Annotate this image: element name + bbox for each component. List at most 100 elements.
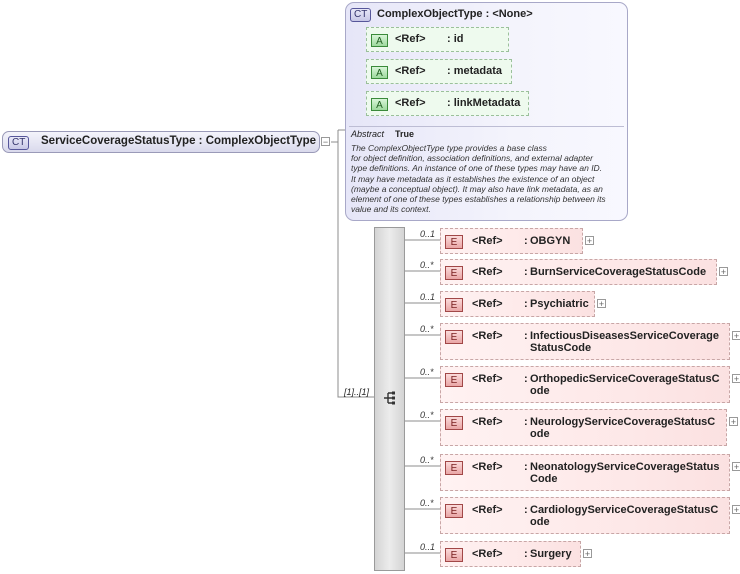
abstract-value: True xyxy=(395,129,415,139)
expand-icon[interactable]: + xyxy=(597,299,606,309)
element-ref: <Ref> xyxy=(472,235,503,247)
element-name-line: CardiologyServiceCoverageStatusC xyxy=(530,504,719,516)
element-icon: E xyxy=(445,504,463,518)
divider xyxy=(349,126,624,127)
element-multiplicity: 0..1 xyxy=(420,292,436,302)
doc-line: The ComplexObjectType type provides a ba… xyxy=(351,143,547,153)
attribute-icon: A xyxy=(371,66,388,79)
element-multiplicity: 0..1 xyxy=(420,229,436,239)
sequence-bar xyxy=(374,227,405,571)
element-name-line: NeurologyServiceCoverageStatusC xyxy=(530,416,716,428)
attribute-name: : metadata xyxy=(447,65,503,77)
expand-icon[interactable]: + xyxy=(585,236,594,246)
element-icon: E xyxy=(445,373,463,387)
element-name-line: Psychiatric xyxy=(530,298,589,310)
expand-icon[interactable]: + xyxy=(729,417,738,427)
sequence-icon xyxy=(384,391,395,405)
expand-icon[interactable]: + xyxy=(732,374,740,384)
element-icon: E xyxy=(445,298,463,312)
element-node[interactable]: E <Ref>:OBGYN xyxy=(440,228,583,254)
name-separator: : xyxy=(524,373,528,385)
name-separator: : xyxy=(524,461,528,473)
element-ref: <Ref> xyxy=(472,548,503,560)
element-ref: <Ref> xyxy=(472,461,503,473)
name-separator: : xyxy=(524,298,528,310)
complex-type-icon: CT xyxy=(8,136,30,150)
attribute-ref: <Ref> xyxy=(395,65,426,77)
attribute-name: : linkMetadata xyxy=(447,97,521,109)
element-icon: E xyxy=(445,461,463,475)
element-icon: E xyxy=(445,266,463,280)
element-multiplicity: 0..1 xyxy=(420,542,436,552)
element-name-line: ode xyxy=(530,516,550,528)
doc-line: for object definition, association defin… xyxy=(351,153,593,164)
doc-line: type definitions. An instance of one of … xyxy=(351,163,603,174)
element-icon: E xyxy=(445,235,463,249)
element-node[interactable]: E<Ref>:Surgery xyxy=(440,541,581,567)
attribute-id[interactable]: A <Ref> : id xyxy=(366,27,509,52)
name-separator: : xyxy=(524,235,528,247)
complex-type-icon: CT xyxy=(350,8,372,22)
element-name-line: ode xyxy=(530,385,550,397)
attribute-metadata[interactable]: A <Ref> : metadata xyxy=(366,59,512,84)
element-name-line: InfectiousDiseasesServiceCoverage xyxy=(530,330,719,342)
element-icon: E xyxy=(445,416,463,430)
element-name-line: OrthopedicServiceCoverageStatusC xyxy=(530,373,720,385)
complex-type-title: ComplexObjectType : <None> xyxy=(377,8,533,20)
element-node[interactable]: E <Ref>:InfectiousDiseasesServiceCoverage… xyxy=(440,323,730,360)
name-separator: : xyxy=(524,548,528,560)
element-multiplicity: 0..* xyxy=(420,498,434,508)
element-icon: E xyxy=(445,330,463,344)
collapse-icon[interactable]: − xyxy=(321,137,330,147)
doc-line: (maybe a conceptual object). It may also… xyxy=(351,183,603,194)
root-type-node[interactable]: CT ServiceCoverageStatusType : ComplexOb… xyxy=(2,131,320,153)
element-ref: <Ref> xyxy=(472,266,503,278)
abstract-label: Abstract xyxy=(351,129,385,139)
doc-line: value and its context. xyxy=(351,204,431,215)
attribute-ref: <Ref> xyxy=(395,97,426,109)
element-ref: <Ref> xyxy=(472,298,503,310)
name-separator: : xyxy=(524,266,528,278)
expand-icon[interactable]: + xyxy=(732,462,740,472)
attribute-linkmetadata[interactable]: A <Ref> : linkMetadata xyxy=(366,91,529,116)
element-name-line: NeonatologyServiceCoverageStatus xyxy=(530,461,720,473)
element-multiplicity: 0..* xyxy=(420,324,434,334)
expand-icon[interactable]: + xyxy=(719,267,728,277)
element-multiplicity: 0..* xyxy=(420,410,434,420)
documentation-text: The ComplexObjectType type provides a ba… xyxy=(351,143,625,214)
expand-icon[interactable]: + xyxy=(732,505,740,515)
attribute-icon: A xyxy=(371,34,388,47)
element-multiplicity: 0..* xyxy=(420,455,434,465)
doc-line: It may have metadata as it establishes t… xyxy=(351,173,595,184)
element-name-line: Code xyxy=(530,473,558,485)
element-ref: <Ref> xyxy=(472,504,503,516)
element-name-line: BurnServiceCoverageStatusCode xyxy=(530,266,707,278)
root-type-title: ServiceCoverageStatusType : ComplexObjec… xyxy=(41,135,317,147)
element-multiplicity: 0..* xyxy=(420,367,434,377)
name-separator: : xyxy=(524,416,528,428)
expand-icon[interactable]: + xyxy=(732,331,740,341)
name-separator: : xyxy=(524,330,528,342)
attribute-icon: A xyxy=(371,98,388,111)
element-name-line: StatusCode xyxy=(530,342,592,354)
doc-line: element of one of these types establishe… xyxy=(351,194,606,205)
attribute-ref: <Ref> xyxy=(395,33,426,45)
element-ref: <Ref> xyxy=(472,416,503,428)
element-multiplicity: 0..* xyxy=(420,260,434,270)
element-node[interactable]: E <Ref>:BurnServiceCoverageStatusCode xyxy=(440,259,717,285)
attribute-name: : id xyxy=(447,33,464,45)
element-ref: <Ref> xyxy=(472,330,503,342)
element-ref: <Ref> xyxy=(472,373,503,385)
expand-icon[interactable]: + xyxy=(583,549,592,559)
element-node[interactable]: E <Ref>:Psychiatric xyxy=(440,291,595,317)
sequence-multiplicity: [1]..[1] xyxy=(344,387,370,397)
element-name-line: ode xyxy=(530,428,550,440)
element-name-line: Surgery xyxy=(530,548,572,560)
name-separator: : xyxy=(524,504,528,516)
element-name-line: OBGYN xyxy=(530,235,571,247)
